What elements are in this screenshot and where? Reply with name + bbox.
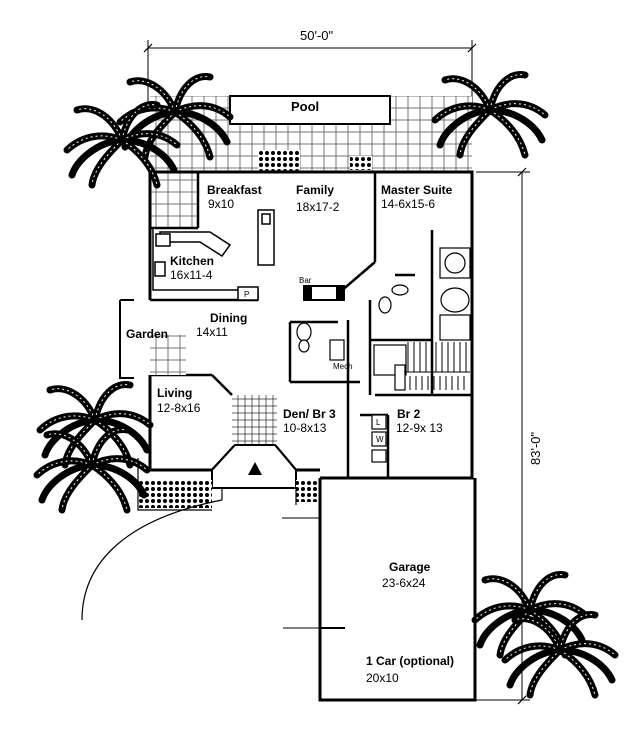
garage-walls [283, 478, 477, 702]
den-size: 10-8x13 [283, 421, 327, 435]
mech-label: Mech [333, 362, 353, 371]
bar-counter [303, 285, 345, 301]
kitchen-label: Kitchen [170, 254, 214, 268]
depth-dimension-label: 83'-0" [528, 431, 543, 465]
master-suite-label: Master Suite [381, 183, 453, 197]
master-suite-size: 14-6x15-6 [381, 197, 435, 211]
driveway-curve [81, 499, 223, 621]
breakfast-size: 9x10 [208, 197, 234, 211]
living-label: Living [157, 386, 192, 400]
family-size: 18x17-2 [296, 200, 340, 214]
washer-label: W [376, 435, 384, 444]
garden-label: Garden [126, 327, 168, 341]
family-island [257, 209, 275, 266]
pool-label: Pool [291, 99, 319, 114]
kitchen-counters [152, 228, 259, 301]
garage-size: 23-6x24 [382, 576, 426, 590]
family-label: Family [296, 183, 334, 197]
width-dimension [143, 40, 477, 110]
one-car-label: 1 Car (optional) [366, 654, 454, 668]
shrub [258, 150, 300, 172]
garage-label: Garage [389, 560, 431, 574]
bar-label: Bar [299, 276, 312, 285]
closet-hatch [404, 342, 470, 390]
laundry [371, 414, 387, 463]
entry-tile [232, 395, 277, 445]
br2-size: 12-9x 13 [396, 421, 443, 435]
kitchen-size: 16x11-4 [170, 268, 213, 282]
shrub [138, 480, 212, 508]
depth-dimension [476, 167, 530, 705]
pantry-label: P [244, 290, 249, 299]
bath-fixtures [296, 247, 471, 391]
width-dimension-label: 50'-0" [300, 28, 334, 43]
shrub [296, 480, 318, 502]
walkway [137, 458, 297, 511]
garden-bed [119, 299, 186, 379]
entry-arrow-icon [248, 462, 262, 475]
den-label: Den/ Br 3 [283, 407, 336, 421]
dining-size: 14x11 [196, 325, 228, 339]
shrub [350, 156, 372, 170]
living-size: 12-8x16 [157, 401, 201, 415]
breakfast-label: Breakfast [207, 183, 262, 197]
br2-label: Br 2 [397, 407, 421, 421]
dining-label: Dining [210, 311, 247, 325]
one-car-size: 20x10 [366, 671, 399, 685]
laundry-label: L [376, 418, 381, 427]
